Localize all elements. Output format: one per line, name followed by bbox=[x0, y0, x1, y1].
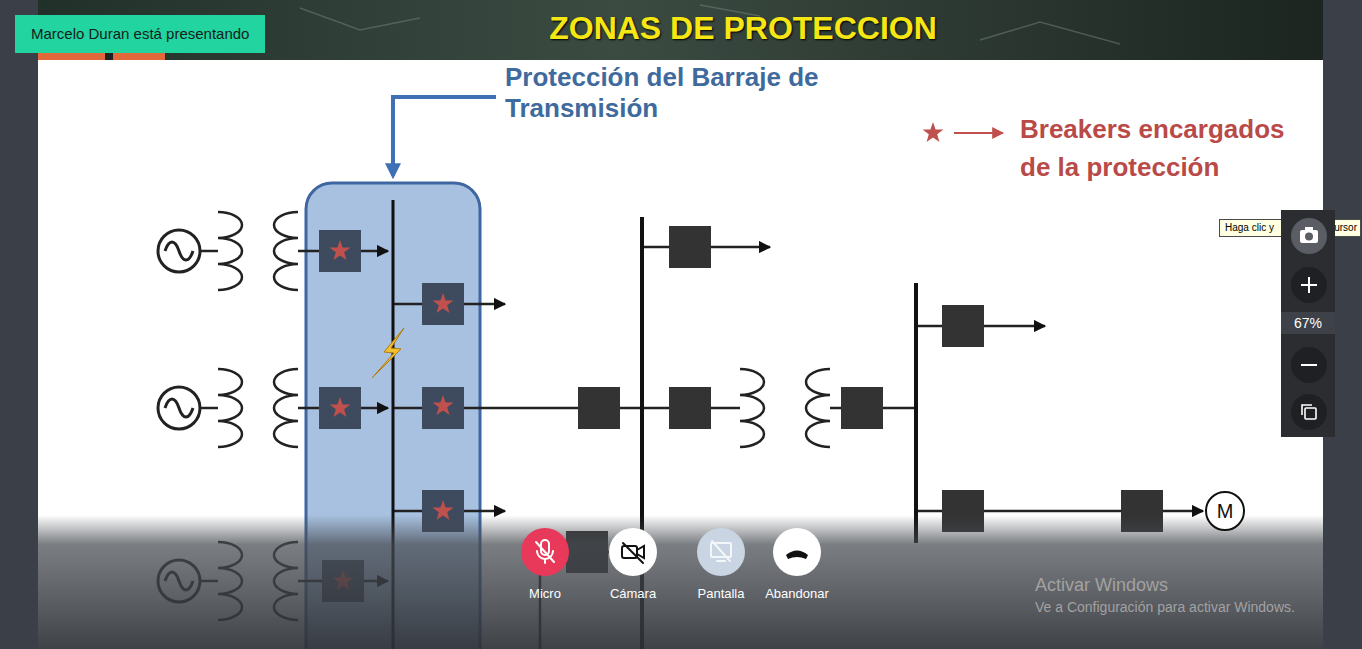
label-text: Ve a Configuración para activar Windows. bbox=[1035, 599, 1295, 616]
legend-arrow bbox=[954, 132, 1003, 134]
call-button: Cámara bbox=[589, 528, 677, 606]
label-text: Activar Windows bbox=[1035, 574, 1168, 596]
button-icon bbox=[786, 551, 808, 560]
hangup-icon bbox=[786, 551, 808, 560]
breaker-symbol bbox=[669, 226, 711, 268]
camera-icon bbox=[1305, 227, 1313, 231]
copy-button bbox=[1291, 394, 1327, 430]
mute-slash bbox=[712, 541, 730, 561]
node-text: Marcelo Duran está presentando bbox=[31, 15, 249, 53]
node-text: Pantalla bbox=[677, 586, 765, 602]
camera-icon bbox=[622, 546, 637, 558]
motor-symbol: M bbox=[1205, 491, 1245, 531]
breaker-symbol bbox=[841, 387, 883, 429]
screenshot-button bbox=[1291, 218, 1327, 254]
star-mark bbox=[330, 397, 351, 417]
callout-label: Protección del Barraje de Transmisión bbox=[505, 62, 835, 124]
wire bbox=[200, 407, 218, 410]
node-text: Cámara bbox=[589, 586, 677, 602]
breaker-symbol bbox=[942, 305, 984, 347]
label-text: Protección del Barraje de Transmisión bbox=[505, 62, 835, 124]
copy-icon bbox=[1302, 405, 1312, 415]
mic-icon bbox=[544, 559, 546, 563]
button-icon bbox=[622, 543, 644, 563]
call-button: Abandonar bbox=[753, 528, 841, 606]
generator-symbol bbox=[158, 230, 200, 272]
button-circle bbox=[697, 528, 745, 576]
legend-text: Breakers encargados de la protección bbox=[1020, 110, 1315, 186]
transformer-coil bbox=[806, 369, 830, 447]
callout-arrow bbox=[393, 97, 496, 176]
button-circle-svg bbox=[521, 528, 569, 576]
transformer-coil bbox=[218, 369, 242, 447]
legend-swatch bbox=[918, 110, 1013, 156]
breaker-symbol bbox=[422, 387, 464, 429]
zoom-out-button bbox=[1291, 347, 1327, 383]
call-button: Pantalla bbox=[677, 528, 765, 606]
star-mark bbox=[433, 293, 454, 313]
breaker-symbol bbox=[578, 387, 620, 429]
plus-icon bbox=[1301, 277, 1317, 293]
node-text: Haga clic y bbox=[1225, 222, 1274, 234]
camera-icon bbox=[1300, 230, 1318, 243]
node-text: ursor bbox=[1334, 222, 1357, 234]
watermark-title: Activar Windows bbox=[1035, 574, 1168, 596]
transformer-coil bbox=[218, 212, 242, 290]
button-circle bbox=[521, 528, 569, 576]
star-mark bbox=[330, 240, 351, 260]
presenter-badge: Marcelo Duran está presentando bbox=[15, 15, 265, 53]
fault-bolt bbox=[372, 328, 404, 378]
breaker-symbol bbox=[319, 230, 361, 272]
mute-slash bbox=[623, 543, 643, 563]
button-circle-svg bbox=[697, 528, 745, 576]
button-circle-svg bbox=[773, 528, 821, 576]
slide-body bbox=[38, 60, 1323, 649]
zoom-toolbar: 67% bbox=[1281, 210, 1335, 437]
node-text: 67% bbox=[1281, 312, 1335, 334]
wire-gap bbox=[806, 407, 830, 410]
breaker-symbol bbox=[319, 387, 361, 429]
banner-stripe bbox=[105, 52, 113, 60]
mute-slash bbox=[536, 542, 554, 562]
transformer-coil bbox=[274, 212, 298, 290]
button-icon bbox=[536, 540, 554, 563]
camera-icon bbox=[637, 546, 644, 558]
wire bbox=[200, 250, 218, 253]
node-text: M bbox=[1217, 501, 1234, 521]
watermark-note: Ve a Configuración para activar Windows. bbox=[1035, 599, 1295, 616]
transformer-coil bbox=[274, 369, 298, 447]
slide-title: ZONAS DE PROTECCION bbox=[460, 10, 1026, 47]
camera-lens bbox=[1305, 233, 1313, 241]
legend-entry: Breakers encargados de la protección bbox=[918, 110, 1320, 190]
zoom-in-button bbox=[1291, 267, 1327, 303]
banner-stripe bbox=[38, 52, 165, 60]
button-icon bbox=[711, 541, 731, 561]
button-circle-svg bbox=[609, 528, 657, 576]
generator-wave bbox=[165, 399, 193, 417]
star-mark bbox=[923, 122, 944, 142]
transformer-coil bbox=[740, 369, 764, 447]
star-mark bbox=[433, 395, 454, 415]
control-bar-shade bbox=[38, 515, 1323, 649]
call-button: Micro bbox=[501, 528, 589, 606]
generator-wave bbox=[165, 242, 193, 260]
minus-icon bbox=[1301, 364, 1317, 366]
button-circle bbox=[609, 528, 657, 576]
breaker-symbol bbox=[422, 283, 464, 325]
generator-symbol bbox=[158, 387, 200, 429]
node-text: Abandonar bbox=[753, 586, 841, 602]
button-circle bbox=[773, 528, 821, 576]
title-text: ZONAS DE PROTECCION bbox=[549, 10, 937, 46]
breaker-symbol bbox=[669, 387, 711, 429]
copy-icon bbox=[1305, 408, 1316, 419]
busbar bbox=[914, 283, 918, 543]
screen-icon bbox=[717, 560, 725, 562]
node-text: Micro bbox=[501, 586, 589, 602]
